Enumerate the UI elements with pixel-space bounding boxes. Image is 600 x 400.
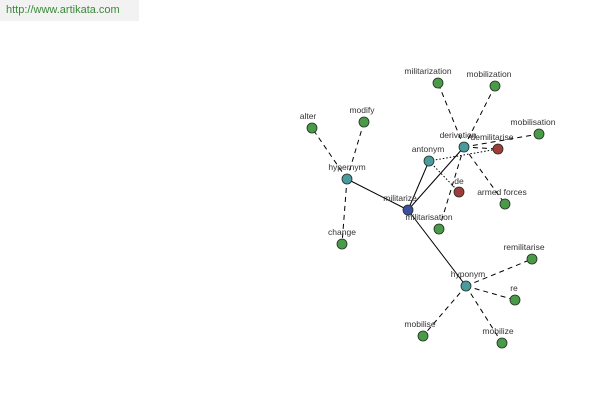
node-hyponym[interactable] xyxy=(460,280,472,292)
node-derivation[interactable] xyxy=(458,141,470,153)
site-url[interactable]: http://www.artikata.com xyxy=(6,4,120,16)
node-label-mobilization[interactable]: mobilization xyxy=(467,69,512,79)
edge-hypernym-change xyxy=(341,178,348,245)
node-armed-forces[interactable] xyxy=(499,198,511,210)
edge-hypernym-modify xyxy=(346,121,365,180)
node-militarization[interactable] xyxy=(432,77,444,89)
node-label-antonym[interactable]: antonym xyxy=(412,144,445,154)
node-change[interactable] xyxy=(336,238,348,250)
edge-hyponym-mobilize xyxy=(465,285,503,344)
node-label-militarization[interactable]: militarization xyxy=(404,66,452,76)
edge-hyponym-mobilise xyxy=(422,285,467,337)
edge-derivation-mobilisation xyxy=(463,133,540,148)
edge-derivation-militarization xyxy=(437,82,465,148)
node-mobilize[interactable] xyxy=(496,337,508,349)
edge-derivation-mobilization xyxy=(463,85,496,148)
node-mobilise[interactable] xyxy=(417,330,429,342)
graph-labels: militarize hypernym antonym derivation hypon… xyxy=(300,66,556,336)
node-label-re[interactable]: re xyxy=(510,283,518,293)
node-demilitarise[interactable] xyxy=(492,143,504,155)
node-label-hyponym[interactable]: hyponym xyxy=(451,269,486,279)
node-remilitarise[interactable] xyxy=(526,253,538,265)
node-label-remilitarise[interactable]: remilitarise xyxy=(503,242,544,252)
node-modify[interactable] xyxy=(358,116,370,128)
node-mobilization[interactable] xyxy=(489,80,501,92)
edge-derivation-armed-forces xyxy=(463,146,506,205)
edge-militarize-antonym xyxy=(407,160,430,211)
node-mobilisation[interactable] xyxy=(533,128,545,140)
node-label-mobilize[interactable]: mobilize xyxy=(482,326,513,336)
node-militarisation[interactable] xyxy=(433,223,445,235)
node-de[interactable] xyxy=(453,186,465,198)
edge-militarize-hyponym xyxy=(407,209,467,287)
node-label-mobilise[interactable]: mobilise xyxy=(404,319,435,329)
graph-nodes xyxy=(306,77,545,349)
node-hypernym[interactable] xyxy=(341,173,353,185)
node-label-modify[interactable]: modify xyxy=(349,105,375,115)
node-label-mobilisation[interactable]: mobilisation xyxy=(511,117,556,127)
node-label-militarize[interactable]: militarize xyxy=(383,193,417,203)
graph-edges xyxy=(311,82,540,344)
edge-derivation-demilitarise xyxy=(463,146,499,150)
node-label-derivation[interactable]: derivation xyxy=(440,130,477,140)
edge-militarize-derivation xyxy=(407,146,465,211)
edge-hypernym-alter xyxy=(311,127,348,180)
node-label-alter[interactable]: alter xyxy=(300,111,317,121)
node-label-armed-forces[interactable]: armed forces xyxy=(477,187,527,197)
node-label-demilitarise[interactable]: demilitarise xyxy=(471,132,514,142)
node-alter[interactable] xyxy=(306,122,318,134)
node-militarize[interactable] xyxy=(402,204,414,216)
node-label-de[interactable]: de xyxy=(454,176,464,186)
edge-antonym-de xyxy=(428,160,460,193)
node-re[interactable] xyxy=(509,294,521,306)
edge-hyponym-remilitarise xyxy=(465,258,533,287)
node-label-change[interactable]: change xyxy=(328,227,356,237)
node-antonym[interactable] xyxy=(423,155,435,167)
edge-antonym-demilitarise xyxy=(428,148,499,162)
node-label-hypernym[interactable]: hypernym xyxy=(328,162,365,172)
node-label-militarisation[interactable]: militarisation xyxy=(405,212,453,222)
site-banner: http://www.artikata.com xyxy=(0,0,139,21)
edge-militarize-hypernym xyxy=(346,178,409,211)
